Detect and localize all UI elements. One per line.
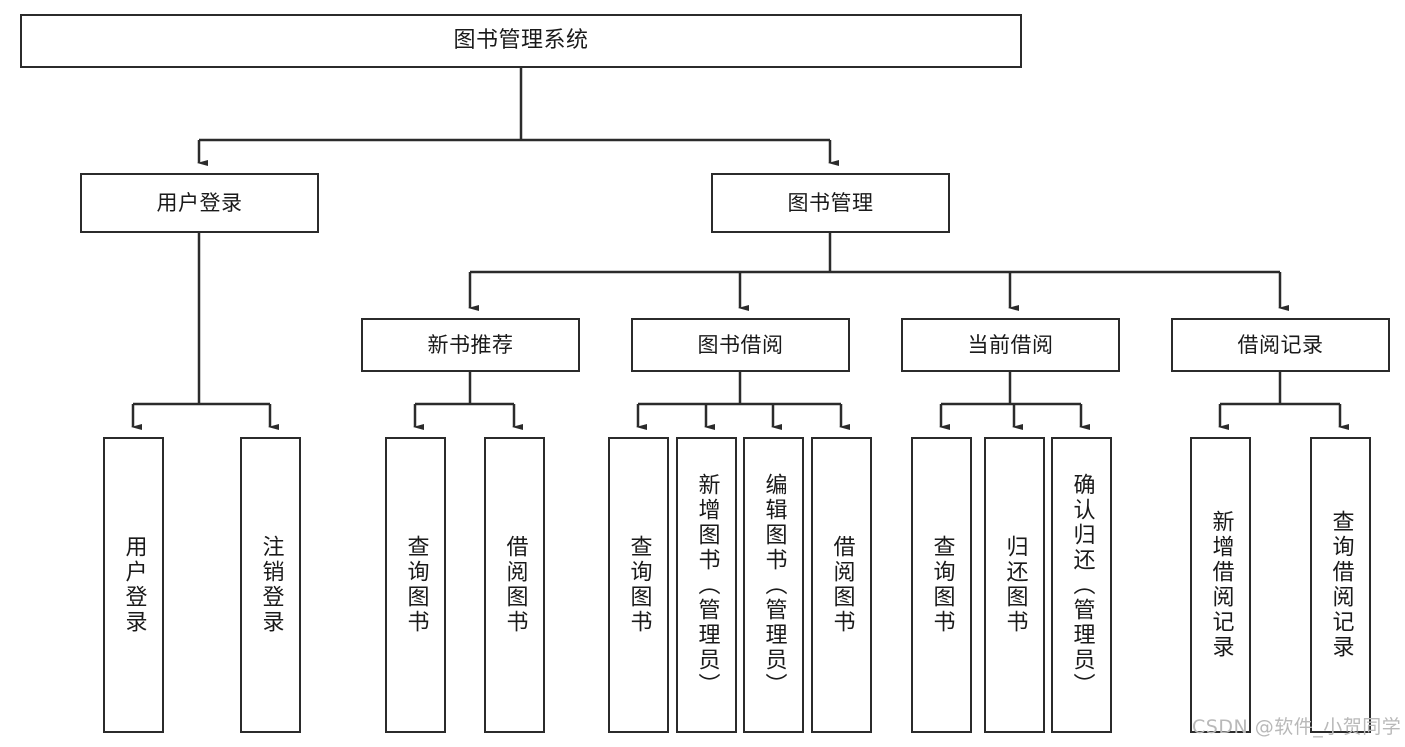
- node-book-borrow-label: 图书借阅: [697, 332, 784, 357]
- node-new-book-rec[interactable]: 新书推荐: [361, 318, 580, 372]
- node-borrow-record[interactable]: 借阅记录: [1171, 318, 1390, 372]
- node-book-manage[interactable]: 图书管理: [711, 173, 950, 233]
- node-root-label: 图书管理系统: [453, 28, 589, 54]
- node-book-manage-label: 图书管理: [787, 190, 874, 215]
- node-leaf-query-record[interactable]: 查询借阅记录: [1310, 437, 1371, 733]
- node-user-login[interactable]: 用户登录: [80, 173, 319, 233]
- node-current-borrow[interactable]: 当前借阅: [901, 318, 1120, 372]
- node-leaf-user-login[interactable]: 用户登录: [103, 437, 164, 733]
- node-leaf-query-book-1[interactable]: 查询图书: [385, 437, 446, 733]
- node-leaf-query-book-2-label: 查询图书: [626, 535, 652, 635]
- node-leaf-query-book-2[interactable]: 查询图书: [608, 437, 669, 733]
- node-leaf-user-login-label: 用户登录: [121, 535, 147, 635]
- node-leaf-add-record[interactable]: 新增借阅记录: [1190, 437, 1251, 733]
- node-leaf-query-record-label: 查询借阅记录: [1328, 510, 1354, 660]
- watermark-text: CSDN @软件_小贺同学: [1192, 716, 1402, 738]
- node-leaf-query-book-3[interactable]: 查询图书: [911, 437, 972, 733]
- node-book-borrow[interactable]: 图书借阅: [631, 318, 850, 372]
- node-leaf-return-book-label: 归还图书: [1002, 535, 1028, 635]
- node-leaf-borrow-book-1[interactable]: 借阅图书: [484, 437, 545, 733]
- node-borrow-record-label: 借阅记录: [1237, 332, 1324, 357]
- node-leaf-logout-label: 注销登录: [258, 535, 284, 635]
- node-current-borrow-label: 当前借阅: [967, 332, 1054, 357]
- node-root[interactable]: 图书管理系统: [20, 14, 1022, 68]
- node-leaf-borrow-book-1-label: 借阅图书: [502, 535, 528, 635]
- node-leaf-logout[interactable]: 注销登录: [240, 437, 301, 733]
- node-leaf-query-book-1-label: 查询图书: [403, 535, 429, 635]
- node-leaf-confirm-return-label: 确认归还（管理员）: [1069, 472, 1095, 698]
- node-leaf-edit-book[interactable]: 编辑图书（管理员）: [743, 437, 804, 733]
- node-leaf-borrow-book-2-label: 借阅图书: [829, 535, 855, 635]
- node-leaf-add-book-label: 新增图书（管理员）: [694, 472, 720, 698]
- node-leaf-add-book[interactable]: 新增图书（管理员）: [676, 437, 737, 733]
- node-leaf-return-book[interactable]: 归还图书: [984, 437, 1045, 733]
- node-leaf-confirm-return[interactable]: 确认归还（管理员）: [1051, 437, 1112, 733]
- node-leaf-borrow-book-2[interactable]: 借阅图书: [811, 437, 872, 733]
- node-leaf-add-record-label: 新增借阅记录: [1208, 510, 1234, 660]
- node-new-book-rec-label: 新书推荐: [427, 332, 514, 357]
- node-leaf-query-book-3-label: 查询图书: [929, 535, 955, 635]
- node-user-login-label: 用户登录: [156, 190, 243, 215]
- node-leaf-edit-book-label: 编辑图书（管理员）: [761, 472, 787, 698]
